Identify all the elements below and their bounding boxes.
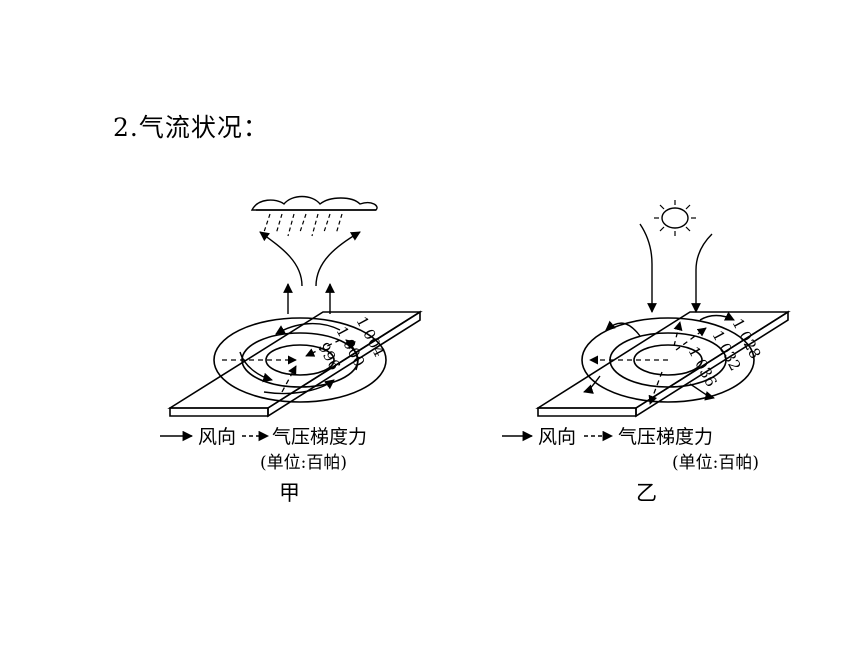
caption-jia: 甲 [279,481,300,505]
unit-label: (单位:百帕) [672,453,759,473]
legend-wind-label: 风向 [198,426,236,448]
page-heading: 2.气流状况： [113,113,269,142]
wind-arrows [239,322,359,395]
wind-arrows [583,311,735,401]
legend-wind-label: 风向 [538,426,576,448]
cyclone-diagram: 996 1 000 1 004 风向 气压梯度力 (单位:百帕) 甲 [160,195,423,505]
legend-left: 风向 气压梯度力 (单位:百帕) 甲 [160,426,367,505]
ground-plate [167,310,423,418]
legend-pgf-label: 气压梯度力 [272,426,367,448]
anticyclone-diagram: 1 036 1 032 1 028 风向 气压梯度力 (单位:百帕) 乙 [502,200,791,505]
rising-air-arrows [259,231,361,314]
sun-icon [654,200,696,236]
pressure-gradient-arrows [222,339,341,393]
pressure-gradient-arrows [589,321,707,405]
sinking-air-arrows [639,223,713,313]
legend-pgf-label: 气压梯度力 [618,426,713,448]
unit-label: (单位:百帕) [260,453,347,473]
caption-yi: 乙 [636,481,657,505]
legend-right: 风向 气压梯度力 (单位:百帕) 乙 [502,426,759,505]
rain-cloud-icon [250,195,378,237]
